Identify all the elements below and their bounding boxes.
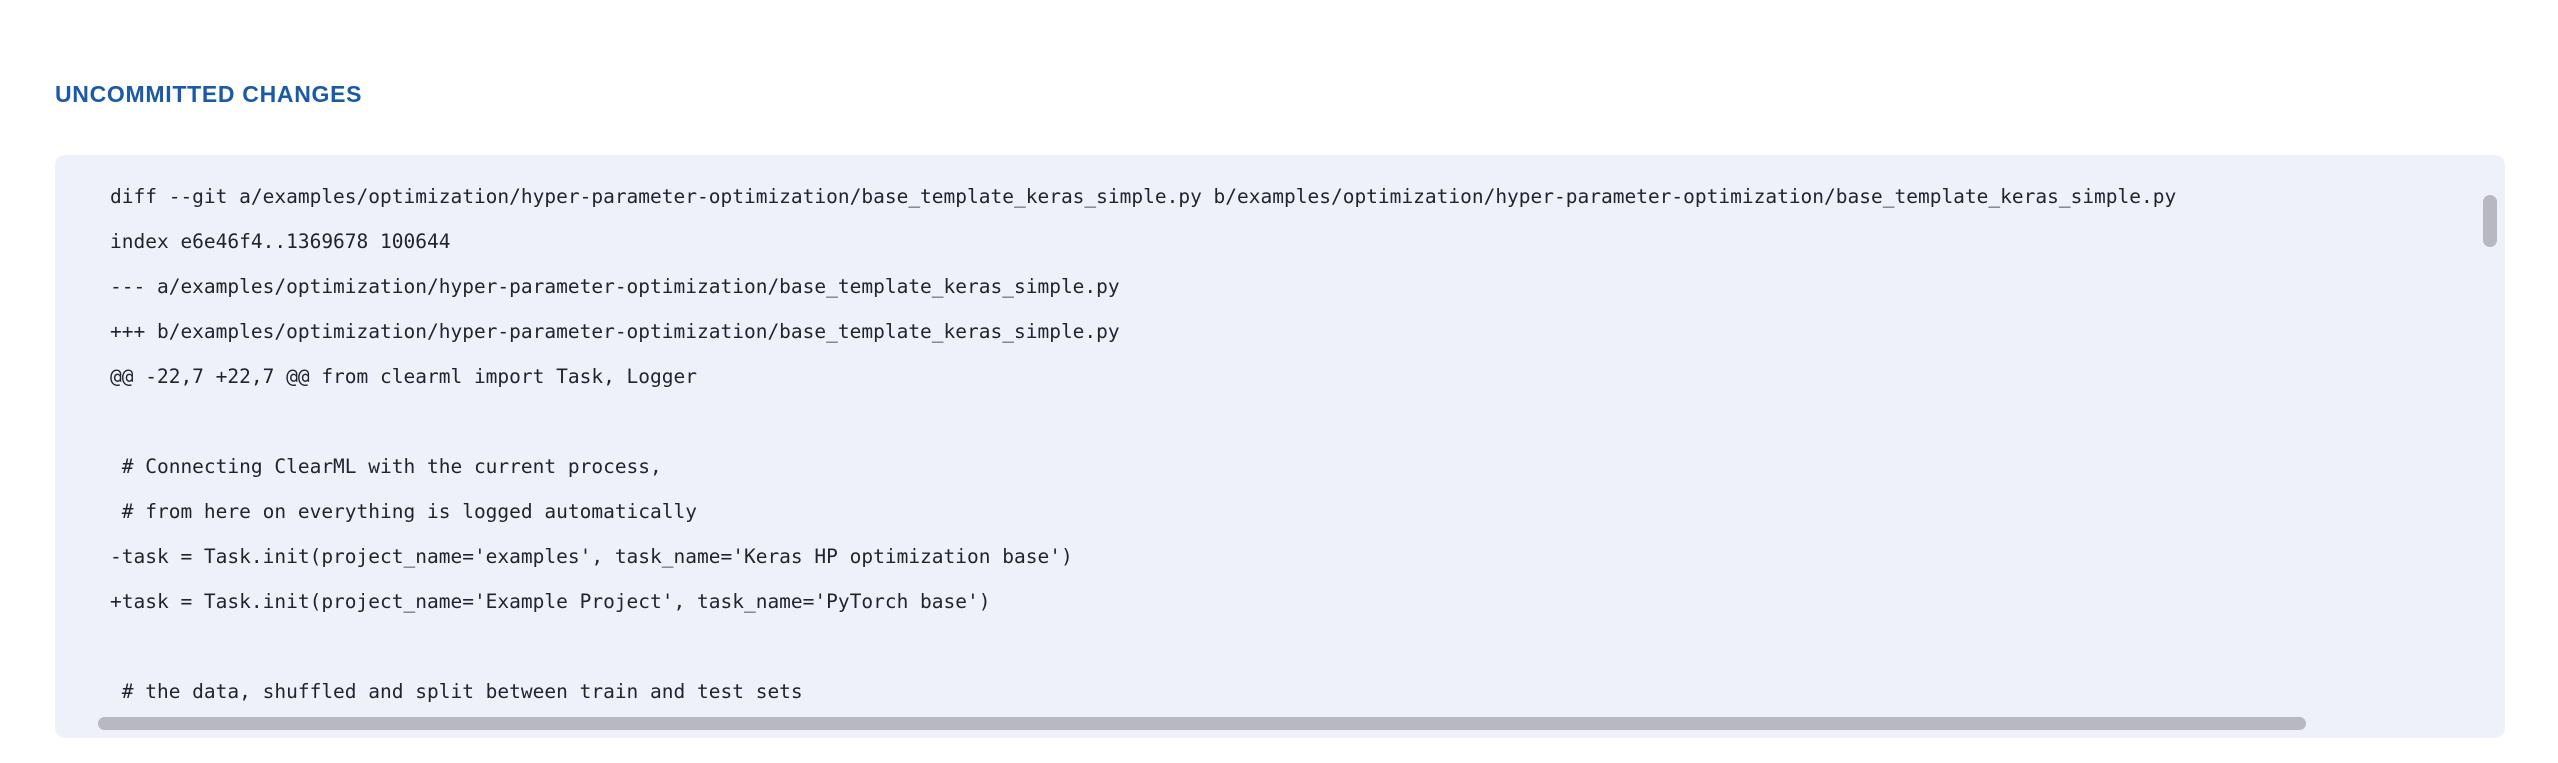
diff-line: index e6e46f4..1369678 100644 [110,230,451,253]
horizontal-scrollbar-thumb[interactable] [98,717,2306,730]
diff-line: # from here on everything is logged auto… [110,500,697,523]
diff-line [110,624,2176,669]
diff-code-block: diff --git a/examples/optimization/hyper… [110,174,2176,714]
diff-line: # the data, shuffled and split between t… [110,680,803,703]
horizontal-scrollbar-track[interactable] [98,717,2493,730]
diff-line: +++ b/examples/optimization/hyper-parame… [110,320,1120,343]
diff-line: diff --git a/examples/optimization/hyper… [110,185,2177,208]
diff-panel: diff --git a/examples/optimization/hyper… [55,155,2505,738]
vertical-scrollbar-thumb[interactable] [2483,195,2497,247]
diff-line: +task = Task.init(project_name='Example … [110,590,991,613]
diff-scroll-viewport[interactable]: diff --git a/examples/optimization/hyper… [55,155,2505,738]
diff-line: -task = Task.init(project_name='examples… [110,545,1073,568]
diff-line: @@ -22,7 +22,7 @@ from clearml import Ta… [110,365,697,388]
diff-line: # Connecting ClearML with the current pr… [110,455,662,478]
page-title: UNCOMMITTED CHANGES [55,81,363,107]
diff-line [110,399,2176,444]
diff-line: --- a/examples/optimization/hyper-parame… [110,275,1120,298]
vertical-scrollbar-track[interactable] [2483,165,2497,725]
